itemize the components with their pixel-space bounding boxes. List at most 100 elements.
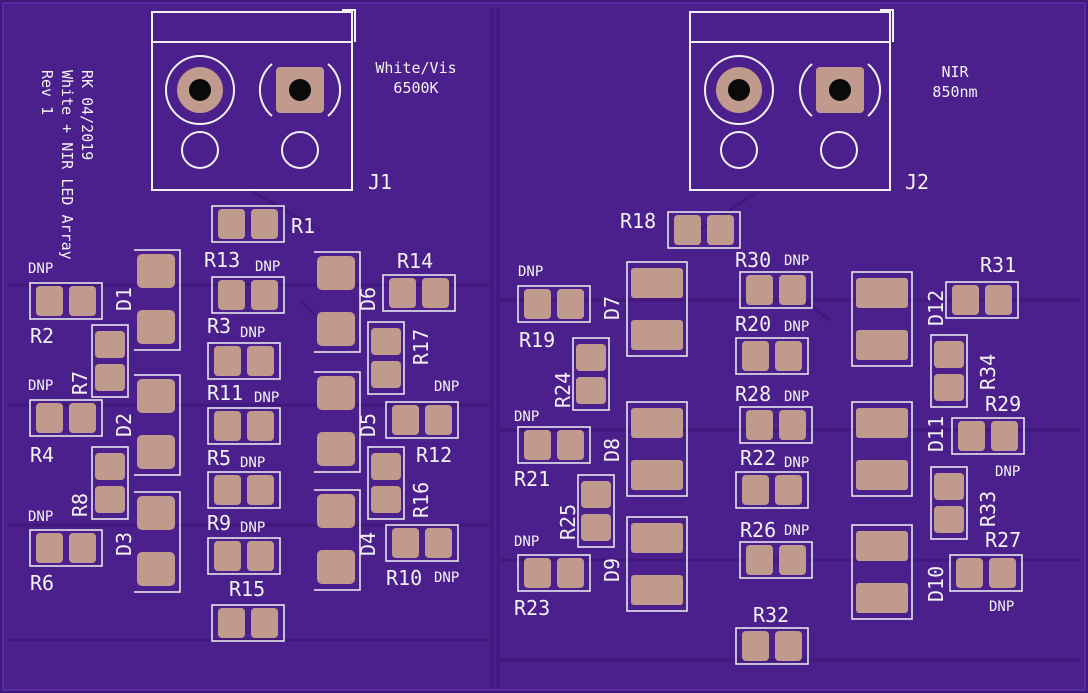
resistor-outline [951, 417, 1025, 455]
ref-designator: R24 [551, 372, 575, 408]
pad [392, 528, 419, 558]
pad [856, 278, 908, 308]
pad [557, 430, 584, 460]
ref-designator: R20 [735, 312, 771, 336]
ref-designator: D4 [356, 532, 380, 556]
pad [557, 558, 584, 588]
ref-designator: D10 [924, 566, 948, 602]
led-outline [851, 271, 913, 367]
resistor-outline [735, 471, 809, 509]
pad [989, 558, 1016, 588]
ref-designator: R30 [735, 248, 771, 272]
ref-designator: D3 [112, 532, 136, 556]
pad [425, 405, 452, 435]
connector-j1: White/Vis 6500K J1 [151, 9, 457, 194]
ref-designator: D6 [356, 287, 380, 311]
pad [524, 289, 551, 319]
board-note-line-1: RK 04/2019 [78, 70, 96, 160]
pad [36, 403, 63, 433]
led-outline [626, 261, 688, 357]
pad [218, 280, 245, 310]
dnp-label: DNP [240, 455, 265, 471]
pad [985, 285, 1012, 315]
pad [631, 268, 683, 298]
resistor-outline [739, 406, 813, 444]
dnp-label: DNP [514, 409, 539, 425]
resistor-outline [207, 342, 281, 380]
resistor-outline [949, 554, 1023, 592]
resistor-outline [211, 276, 285, 314]
pad [557, 289, 584, 319]
pad [247, 541, 274, 571]
resistor-outline [207, 407, 281, 445]
pad [779, 545, 806, 575]
pad [371, 453, 401, 480]
pad [36, 286, 63, 316]
pad [775, 475, 802, 505]
ref-designator: R17 [409, 329, 433, 365]
pad [576, 377, 606, 404]
pad [247, 475, 274, 505]
pad [581, 481, 611, 508]
pad [746, 410, 773, 440]
led-outline [626, 516, 688, 612]
pad [991, 421, 1018, 451]
ref-designator: R7 [68, 371, 92, 395]
ref-designator: R19 [519, 328, 555, 352]
pad [95, 364, 125, 391]
resistor-outline [367, 321, 405, 395]
ref-designator: R14 [397, 249, 433, 273]
pad [425, 528, 452, 558]
pad [317, 494, 355, 528]
ref-designator: J1 [368, 170, 392, 194]
pad [69, 403, 96, 433]
dnp-label: DNP [514, 534, 539, 550]
pad [251, 608, 278, 638]
board-notes: RK 04/2019 White + NIR LED Array Rev 1 [38, 70, 96, 260]
pad [214, 346, 241, 376]
pad [956, 558, 983, 588]
pad [576, 344, 606, 371]
pad [742, 475, 769, 505]
ref-designator: J2 [905, 170, 929, 194]
pad [251, 209, 278, 239]
pad [251, 280, 278, 310]
pad [958, 421, 985, 451]
resistor-outline [29, 399, 103, 437]
resistor-outline [930, 334, 968, 408]
pad [775, 631, 802, 661]
pad [631, 408, 683, 438]
resistor-outline [211, 604, 285, 642]
pad [422, 278, 449, 308]
pad [69, 286, 96, 316]
resistor-outline [367, 446, 405, 520]
connector-outline [689, 11, 891, 191]
pad [856, 460, 908, 490]
ref-designator: R10 [386, 566, 422, 590]
pad [934, 473, 964, 500]
pad [95, 486, 125, 513]
pad [856, 583, 908, 613]
pad [95, 331, 125, 358]
pad [137, 310, 175, 344]
pad [317, 432, 355, 466]
resistor-outline [739, 541, 813, 579]
resistor-outline [29, 282, 103, 320]
resistor-outline [577, 474, 615, 548]
pad [218, 608, 245, 638]
pad [674, 215, 701, 245]
drill-hole [728, 79, 750, 101]
resistor-outline [517, 285, 591, 323]
resistor-outline [517, 426, 591, 464]
pad [631, 575, 683, 605]
resistor-outline [517, 554, 591, 592]
dnp-label: DNP [254, 390, 279, 406]
connector-label: 850nm [932, 83, 977, 101]
ref-designator: R9 [207, 511, 231, 535]
resistor-outline [945, 281, 1019, 319]
ref-designator: D1 [112, 287, 136, 311]
ref-designator: R21 [514, 467, 550, 491]
pad [779, 410, 806, 440]
